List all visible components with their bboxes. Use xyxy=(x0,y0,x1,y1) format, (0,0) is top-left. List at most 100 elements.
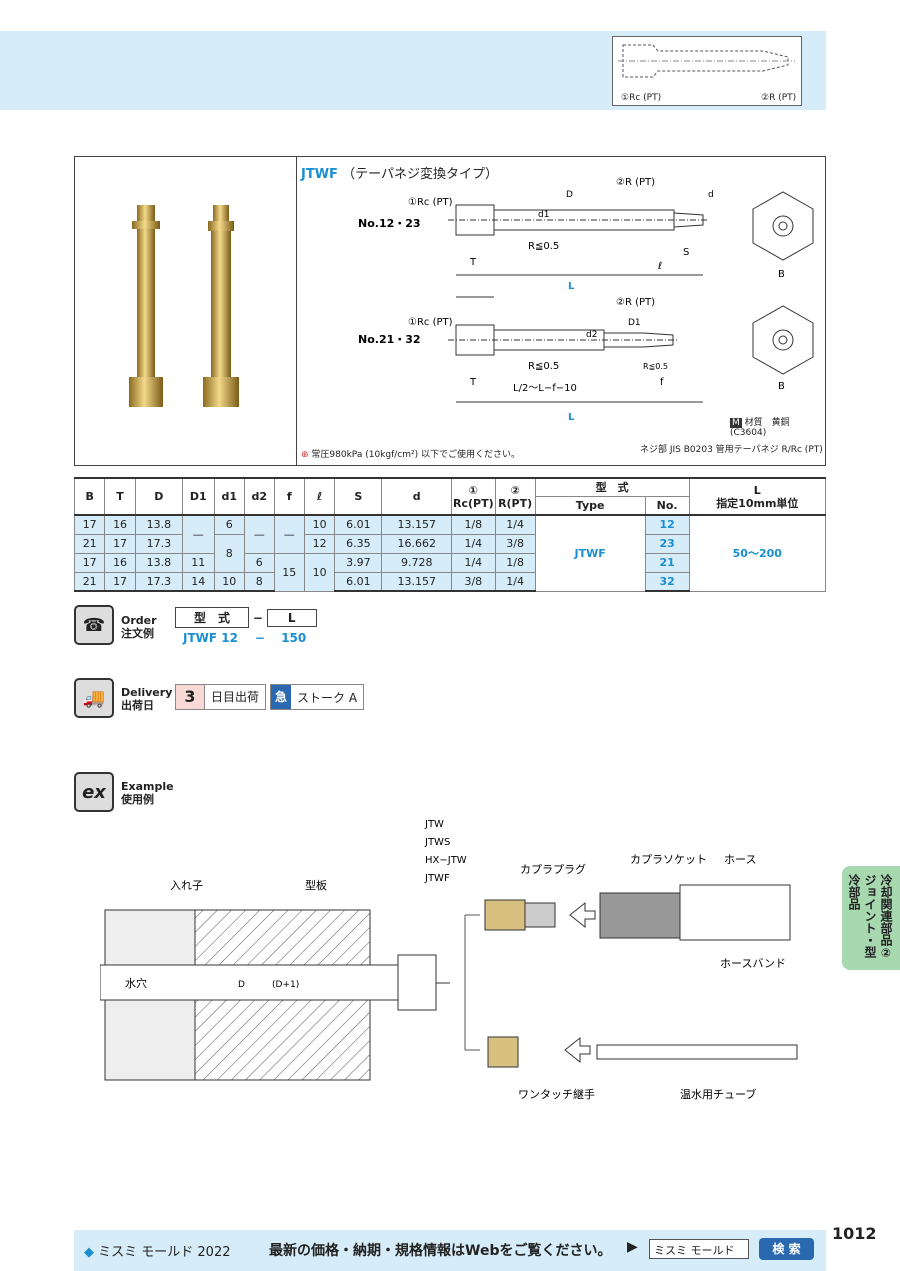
model-3: HX−JTW xyxy=(425,855,467,866)
dim-D: D xyxy=(566,190,573,200)
th-r: ② R(PT) xyxy=(494,478,536,515)
order-h-l: L xyxy=(266,609,317,627)
dim-B: B xyxy=(778,269,785,280)
dim-d2: d2 xyxy=(586,330,597,340)
cell: 6.01 xyxy=(334,571,383,592)
cell: 10 xyxy=(213,571,245,592)
pressure-note: ⊕ 常圧980kPa (10kgf/cm²) 以下でご使用ください。 xyxy=(301,447,520,460)
order-ex-dash: − xyxy=(254,631,265,645)
th-S: S xyxy=(334,478,383,515)
cell: 6 xyxy=(213,514,245,535)
port2-caption: ②R (PT) xyxy=(761,93,797,103)
cell: 13.8 xyxy=(134,514,183,535)
plug-label: カプラプラグ xyxy=(520,862,586,876)
category-tab[interactable]: 冷却関連部品② ジョイント・型冷部品 xyxy=(842,866,900,970)
th-d: d xyxy=(381,478,452,515)
dim-B-2: B xyxy=(778,381,785,392)
order-dash: − xyxy=(252,611,263,625)
order-ex-l: 150 xyxy=(281,631,307,645)
cell: 17.3 xyxy=(134,533,183,554)
cell: 17.3 xyxy=(134,571,183,592)
th-D: D xyxy=(134,478,183,515)
th-B: B xyxy=(73,478,106,515)
cell: 12 xyxy=(303,533,336,554)
ex-icon: ex xyxy=(74,772,114,812)
thread-note: ネジ部 JIS B0203 管用テーパネジ R/Rc (PT) xyxy=(640,445,823,455)
dim-d1: d1 xyxy=(538,210,549,220)
cell: 16 xyxy=(104,514,136,535)
tube-label: 温水用チューブ xyxy=(680,1087,756,1101)
cell: 13.157 xyxy=(381,571,452,592)
cell: 14 xyxy=(181,571,215,592)
cell: 13.8 xyxy=(134,552,183,573)
dim-D-label: D xyxy=(238,980,245,990)
th-type: 型 式 xyxy=(534,478,690,497)
no-cell: 12 xyxy=(644,514,690,535)
insert-label: 入れ子 xyxy=(170,879,203,892)
footer-text: 最新の価格・納期・規格情報はWebをご覧ください。 xyxy=(269,1243,612,1259)
cell: 10 xyxy=(303,552,336,592)
cell: 13.157 xyxy=(381,514,452,535)
product-title: JTWF （テーパネジ変換タイプ） xyxy=(301,163,498,182)
cell: 16 xyxy=(104,552,136,573)
delivery-days: 3 xyxy=(175,684,205,710)
r-label-2: ②R (PT) xyxy=(616,297,655,308)
r-label: ②R (PT) xyxy=(616,177,655,188)
cell: 1/4 xyxy=(451,533,496,554)
th-type-sub: Type xyxy=(534,496,646,515)
th-no: No. xyxy=(644,496,690,515)
radius-small-label: R≦0.5 xyxy=(643,362,668,371)
cell: 1/8 xyxy=(451,514,496,535)
spec-table: B T D D1 d1 d2 f ℓ S d ① Rc(PT) ② R(PT) … xyxy=(73,477,827,592)
cell: — xyxy=(243,514,275,554)
radius-label: R≦0.5 xyxy=(528,241,559,252)
plate-label: 型板 xyxy=(305,878,327,892)
th-f: f xyxy=(273,478,305,515)
technical-drawing: No.12・23 No.21・32 ①Rc (PT) ②R (PT) ①Rc (… xyxy=(358,177,814,423)
cell: 1/4 xyxy=(494,571,536,592)
cell: 11 xyxy=(181,552,215,573)
radius-label-2: R≦0.5 xyxy=(528,361,559,372)
model-4: JTWF xyxy=(424,873,450,884)
no-cell: 23 xyxy=(644,533,690,554)
rc-label-2: ①Rc (PT) xyxy=(408,317,453,328)
port1-caption: ①Rc (PT) xyxy=(621,93,662,103)
cell: 17 xyxy=(73,552,106,573)
product-photo xyxy=(75,157,297,465)
search-input[interactable]: ミスミ モールド xyxy=(649,1239,749,1259)
express-icon: 急 xyxy=(271,685,292,709)
th-d2: d2 xyxy=(243,478,275,515)
material-icon: M xyxy=(730,418,742,428)
l-cell: 50〜200 xyxy=(688,514,827,592)
dim-T: T xyxy=(469,257,477,268)
material-note: M 材質 黄銅(C3604) xyxy=(730,415,825,438)
variant2-label: No.21・32 xyxy=(358,333,421,346)
th-L-sub: 指定10mm単位 xyxy=(716,496,799,510)
footer-brand: ◆ ミスミ モールド 2022 xyxy=(84,1245,231,1260)
dim-D1-label: (D+1) xyxy=(272,980,299,990)
outline-drawing xyxy=(618,44,795,78)
cell: 6 xyxy=(243,552,275,573)
th-l: ℓ xyxy=(303,478,336,515)
dim-l: ℓ xyxy=(658,261,662,272)
misumi-logo-icon: ◆ xyxy=(84,1245,94,1260)
no-cell: 21 xyxy=(644,552,690,573)
search-button[interactable]: 検 索 xyxy=(759,1238,814,1260)
usage-diagram: JTW JTWS HX−JTW JTWF 入れ子 型板 水穴 D (D+1) カ… xyxy=(100,819,798,1101)
dim-S: S xyxy=(683,247,689,258)
cell: — xyxy=(273,514,305,554)
cell: 16.662 xyxy=(381,533,452,554)
order-ex-type: JTWF 12 xyxy=(183,631,238,645)
water-hole-label: 水穴 xyxy=(125,976,147,990)
th-D1: D1 xyxy=(181,478,215,515)
express-badge: 急ストーク A xyxy=(270,684,365,710)
material-text: 材質 黄銅(C3604) xyxy=(730,418,790,438)
cell: 3.97 xyxy=(334,552,383,573)
